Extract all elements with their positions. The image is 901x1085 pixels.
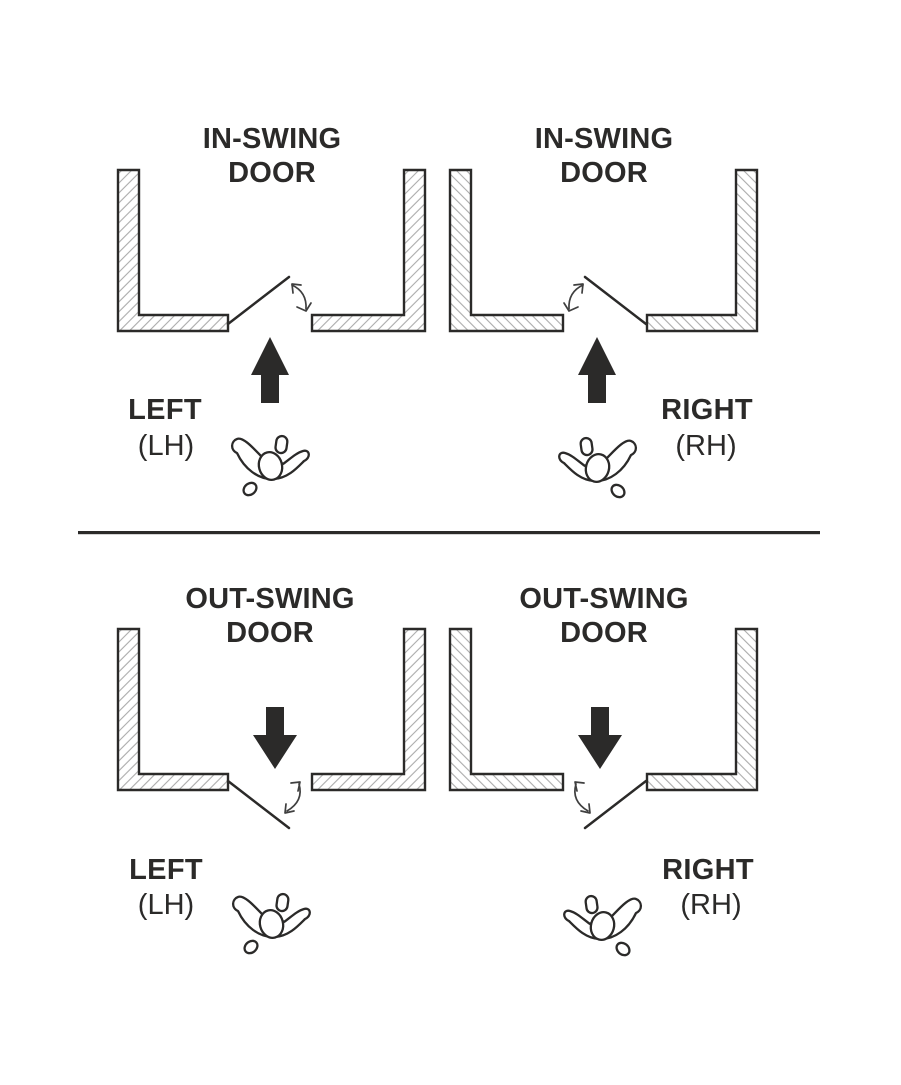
title-line1: IN-SWING bbox=[202, 123, 342, 155]
door-swing-arc-icon bbox=[284, 781, 301, 814]
quadrant-in-swing-left bbox=[116, 168, 427, 499]
door-leaf bbox=[583, 779, 648, 830]
hand-abbreviation: (RH) bbox=[680, 889, 742, 921]
title-line1: OUT-SWING bbox=[519, 583, 689, 615]
door-swing-arc-icon bbox=[291, 283, 312, 312]
hand-label: RIGHT bbox=[661, 394, 753, 426]
travel-direction-arrow-icon bbox=[253, 707, 297, 769]
quadrant-in-swing-right bbox=[448, 168, 759, 501]
person-figure bbox=[231, 892, 311, 957]
doorway-walls bbox=[116, 168, 427, 333]
hand-abbreviation: (RH) bbox=[675, 430, 737, 462]
door-leaf bbox=[583, 275, 648, 326]
travel-direction-arrow-icon bbox=[578, 707, 622, 769]
title-line2: DOOR bbox=[226, 617, 314, 649]
quadrant-out-swing-left bbox=[116, 627, 427, 957]
title-line2: DOOR bbox=[560, 617, 648, 649]
title-line2: DOOR bbox=[228, 157, 316, 189]
title-line1: OUT-SWING bbox=[185, 583, 355, 615]
door-swing-arc-icon bbox=[574, 781, 591, 814]
door-swing-arc-icon bbox=[563, 283, 584, 312]
travel-direction-arrow-icon bbox=[578, 337, 616, 403]
doorway-walls bbox=[448, 168, 759, 333]
hand-abbreviation: (LH) bbox=[137, 430, 195, 462]
travel-direction-arrow-icon bbox=[251, 337, 289, 403]
quadrant-out-swing-right bbox=[448, 627, 759, 959]
title-line2: DOOR bbox=[560, 157, 648, 189]
door-leaf bbox=[226, 275, 291, 326]
person-figure bbox=[563, 894, 643, 959]
title-line1: IN-SWING bbox=[534, 123, 674, 155]
person-figure bbox=[558, 436, 638, 501]
section-divider bbox=[78, 531, 820, 535]
hand-label: RIGHT bbox=[662, 854, 754, 886]
hand-label: LEFT bbox=[128, 394, 202, 426]
hand-abbreviation: (LH) bbox=[137, 889, 195, 921]
person-figure bbox=[230, 434, 310, 499]
hand-label: LEFT bbox=[129, 854, 203, 886]
door-leaf bbox=[226, 779, 291, 830]
